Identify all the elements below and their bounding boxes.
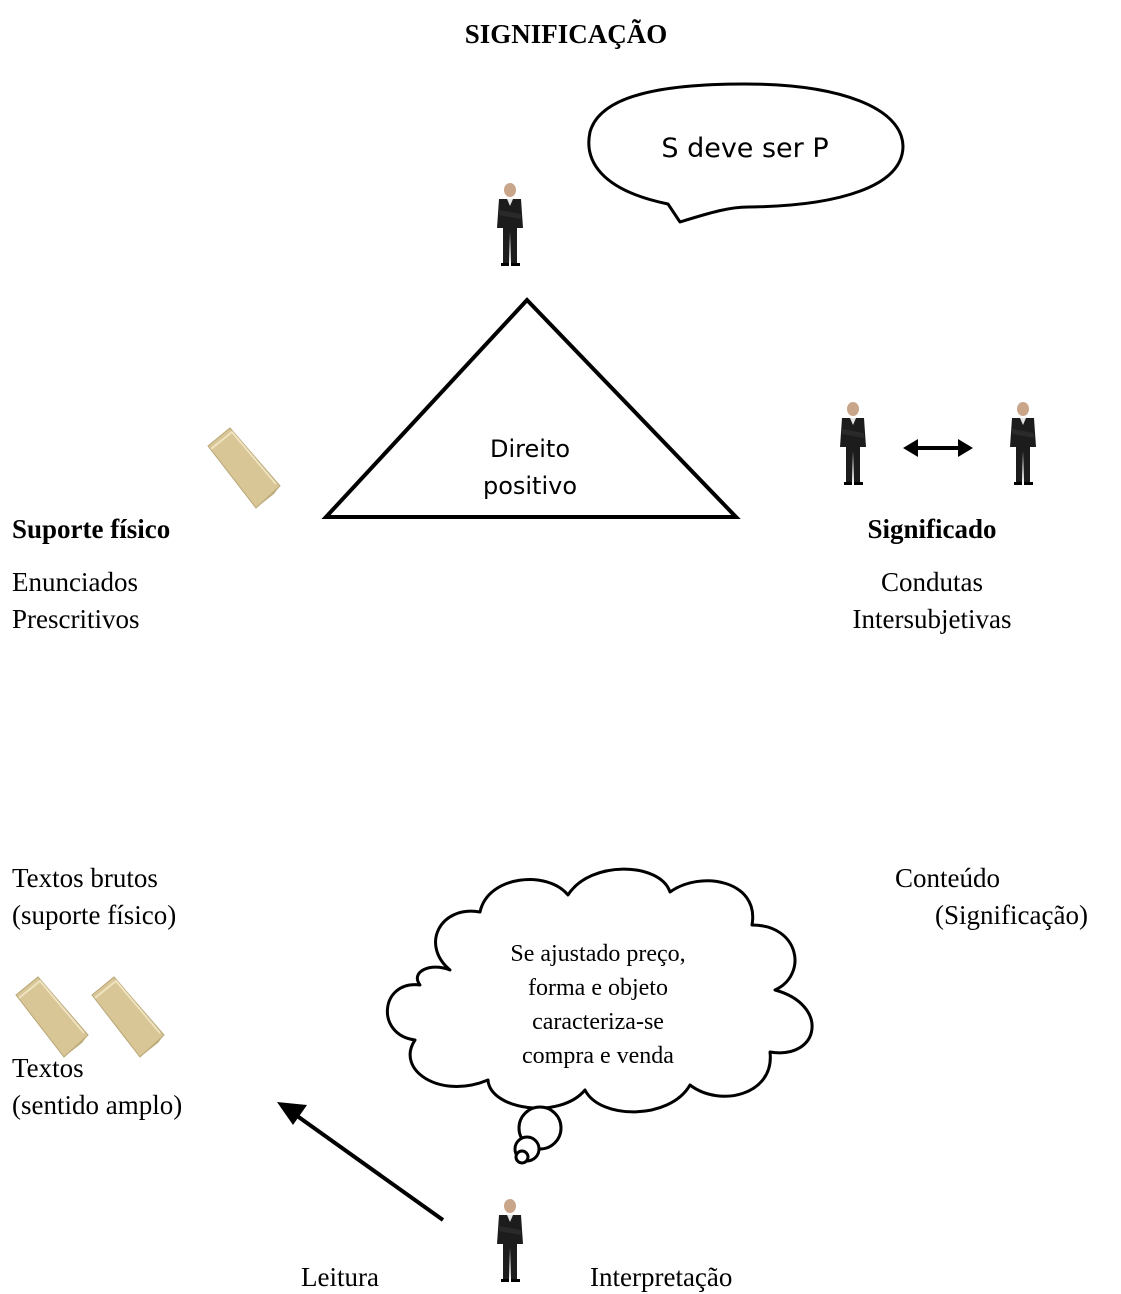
reading-label: Leitura [301,1262,379,1292]
content-line2: (Significação) [935,900,1088,930]
triangle [321,297,741,519]
speech-bubble-text: S deve ser P [661,133,828,164]
raw-texts-line1: Textos brutos [12,863,158,893]
paper-icon [15,976,89,1058]
thought-cloud [386,867,814,1114]
right-heading: Significado [867,514,996,544]
diagram-title: SIGNIFICAÇÃO [465,19,668,49]
person-icon [1010,402,1036,485]
triangle-label-line2: positivo [483,472,577,500]
speech-bubble [587,82,905,224]
thought-line3: caracteriza-se [532,1009,664,1035]
thought-bubble-small [514,1149,530,1165]
double-arrow [903,439,973,457]
left-line2: Prescritivos [12,604,140,634]
thought-line2: forma e objeto [528,975,668,1001]
reading-arrow [277,1102,445,1222]
texts-line1: Textos [12,1053,84,1083]
left-line1: Enunciados [12,567,138,597]
person-icon [840,402,866,485]
interpretation-label: Interpretação [590,1262,732,1292]
content-line1: Conteúdo [895,863,1000,893]
right-line1: Condutas [881,567,983,597]
triangle-label-line1: Direito [490,435,570,463]
paper-icon [207,427,281,509]
paper-icon [91,976,165,1058]
person-icon [497,1199,523,1282]
left-heading: Suporte físico [12,514,170,544]
person-icon [497,183,523,266]
thought-line1: Se ajustado preço, [510,941,685,967]
raw-texts-line2: (suporte físico) [12,900,176,930]
right-line2: Intersubjetivas [853,604,1012,634]
thought-line4: compra e venda [522,1043,674,1069]
texts-line2: (sentido amplo) [12,1090,182,1120]
